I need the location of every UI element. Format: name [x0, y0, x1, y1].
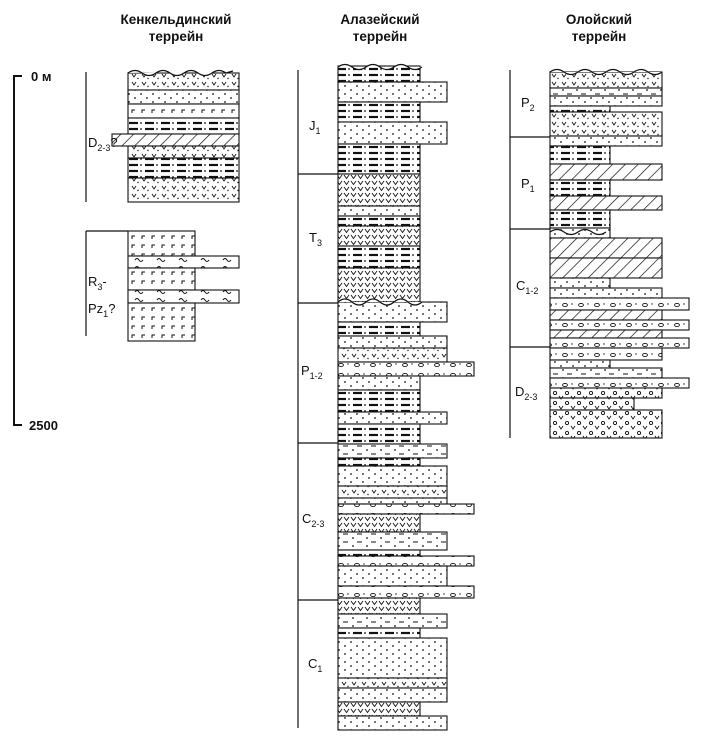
age-label-d23-oloy: D2-3 [515, 384, 537, 402]
age-label-c1: C1 [308, 656, 322, 674]
title-line1: Алазейский [340, 12, 419, 27]
column-alazeysky [297, 63, 475, 731]
scale-bottom-label: 2500 [29, 418, 58, 433]
title-line2: террейн [572, 29, 627, 44]
age-label-j1: J1 [309, 118, 321, 136]
age-label-p12: P1-2 [301, 363, 323, 381]
age-label-c23: C2-3 [302, 511, 324, 529]
scale-top-label: 0 м [31, 69, 51, 84]
title-line2: террейн [149, 29, 204, 44]
title-line1: Кенкельдинский [121, 12, 232, 27]
column-kenkeldinsky [85, 69, 240, 342]
age-label-r3: R3- [88, 274, 107, 292]
age-label-d23: D2-3? [88, 135, 118, 153]
column-title-oloysky: Олойский террейн [566, 12, 632, 44]
age-label-p1: P1 [521, 176, 535, 194]
column-oloysky [509, 68, 690, 439]
title-line1: Олойский [566, 12, 632, 27]
age-label-pz1: Pz1? [88, 301, 115, 319]
column-title-alazeysky: Алазейский террейн [340, 12, 419, 44]
depth-scale-bar: 0 м 2500 [13, 69, 58, 433]
age-label-p2: P2 [521, 95, 535, 113]
column-title-kenkeldinsky: Кенкельдинский террейн [121, 12, 232, 44]
age-label-t3: T3 [309, 230, 322, 248]
age-labels: D2-3? R3- Pz1? J1 T3 P1-2 C2-3 C1 P2 P1 … [88, 95, 538, 674]
title-line2: террейн [353, 29, 408, 44]
age-label-c12: C1-2 [516, 278, 538, 296]
